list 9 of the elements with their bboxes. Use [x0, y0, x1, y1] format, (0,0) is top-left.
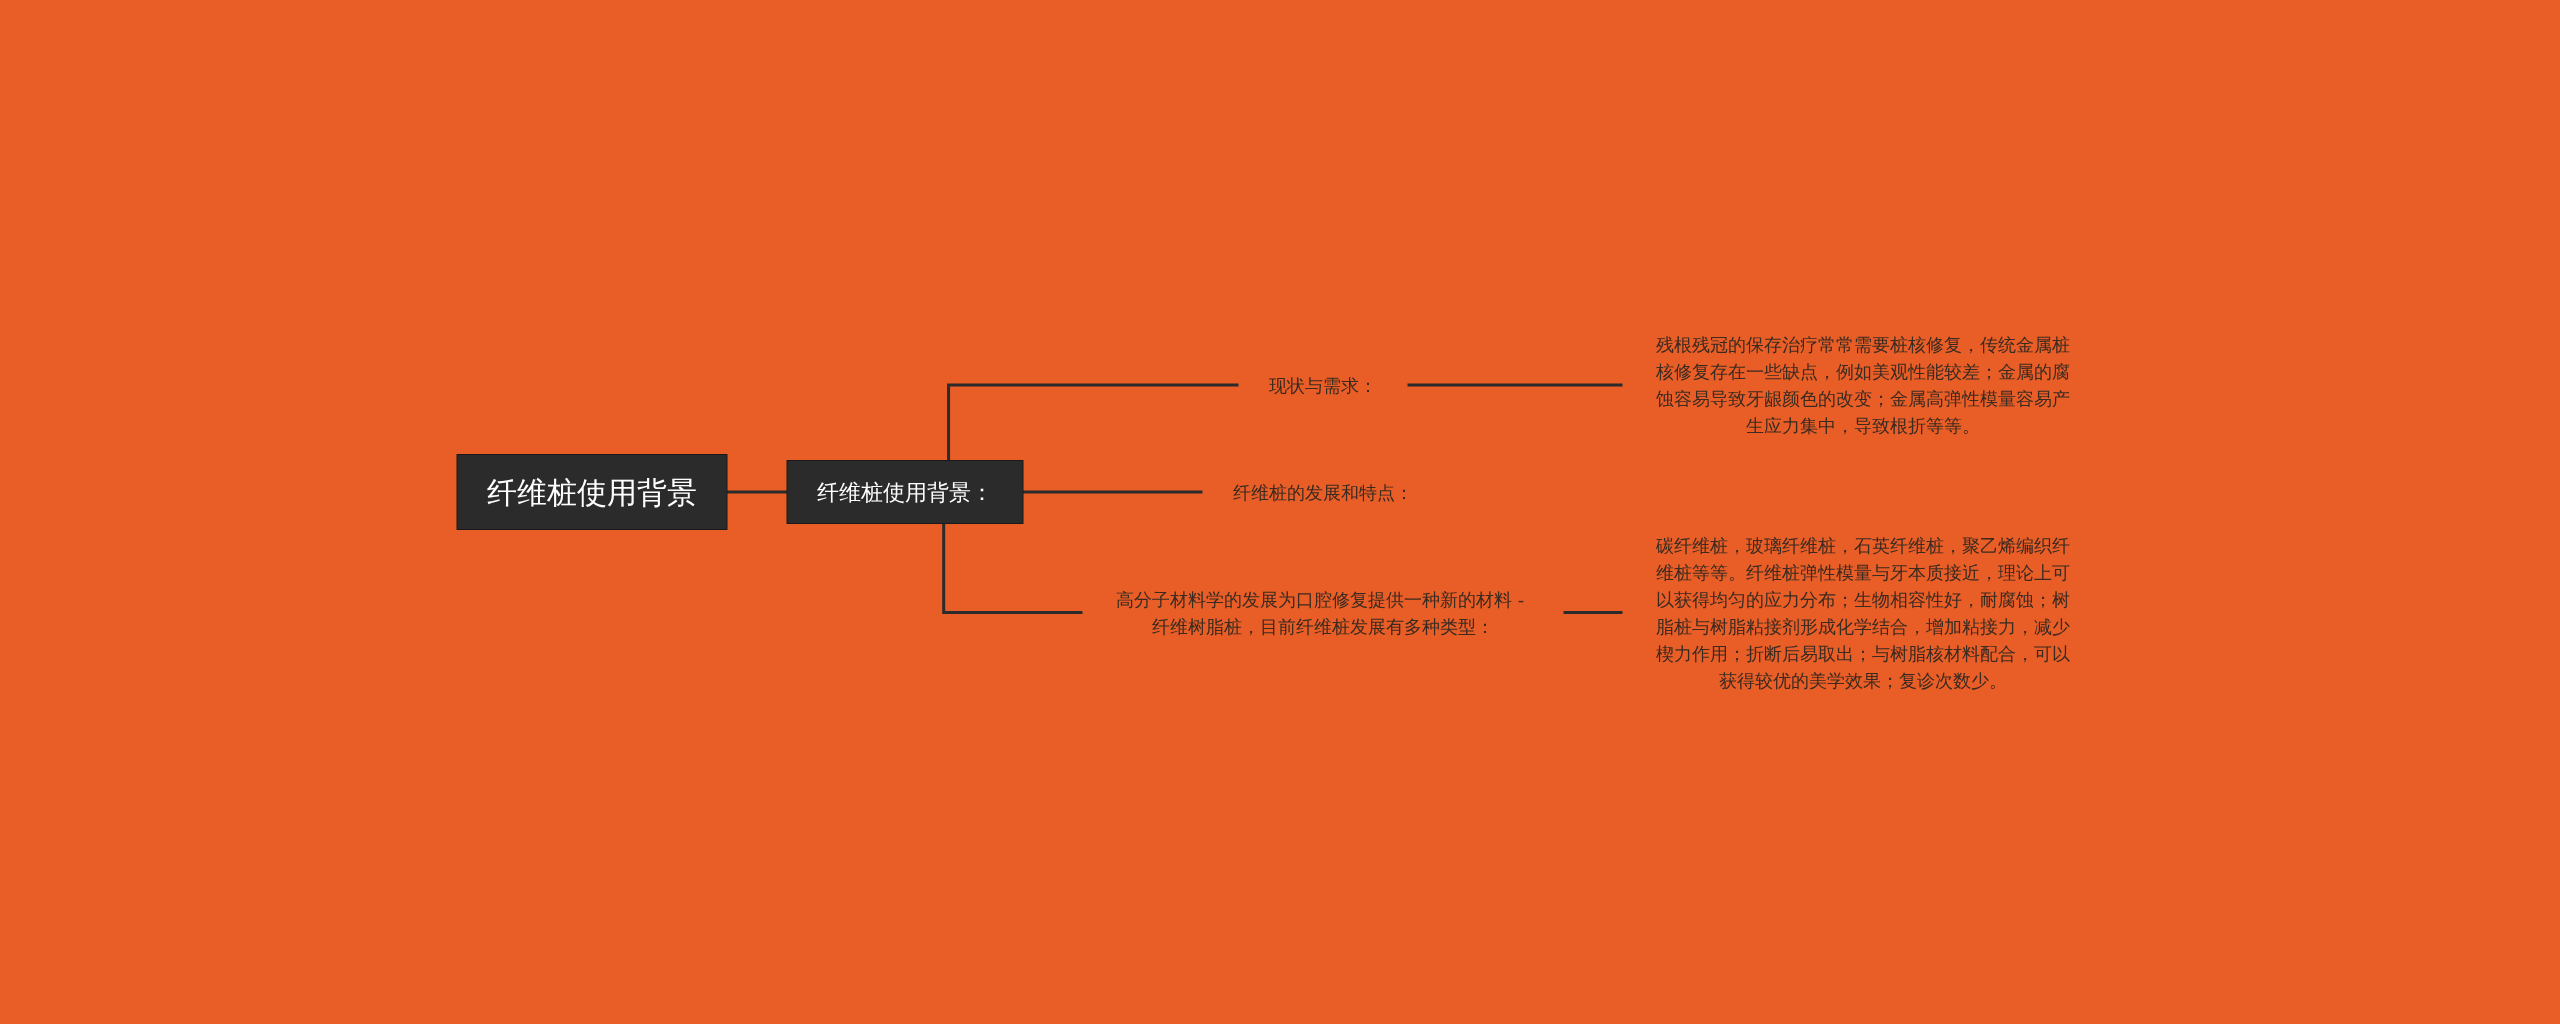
- node-text: 现状与需求：: [1269, 374, 1377, 396]
- node-text: 碳纤维桩，玻璃纤维桩，石英纤维桩，聚乙烯编织纤维桩等等。纤维桩弹性模量与牙本质接近，理论上可以获得均匀的应力分布；生物相容性好，耐腐蚀；树脂桩与树脂粘接剂形成化学结合，增加粘接力，减少楔力作用；折断后易取出；与树脂核材料配合，可以获得较优的美学效果；复诊次数少。: [1656, 534, 2070, 691]
- node-box: 纤维桩使用背景：: [786, 459, 1024, 524]
- node-text: 高分子材料学的发展为口腔修复提供一种新的材料 - 纤维树脂桩，目前纤维桩发展有多种类型：: [1116, 588, 1525, 637]
- connector: [947, 383, 1239, 461]
- connector: [942, 523, 1083, 614]
- node-text: 残根残冠的保存治疗常常需要桩核修复，传统金属桩核修复存在一些缺点，例如美观性能较差；金属的腐蚀容易导致牙龈颜色的改变；金属高弹性模量容易产生应力集中，导致根折等等。: [1656, 333, 2070, 436]
- node-text: 纤维桩的发展和特点：: [1233, 481, 1413, 503]
- node-box: 纤维桩使用背景: [456, 453, 728, 530]
